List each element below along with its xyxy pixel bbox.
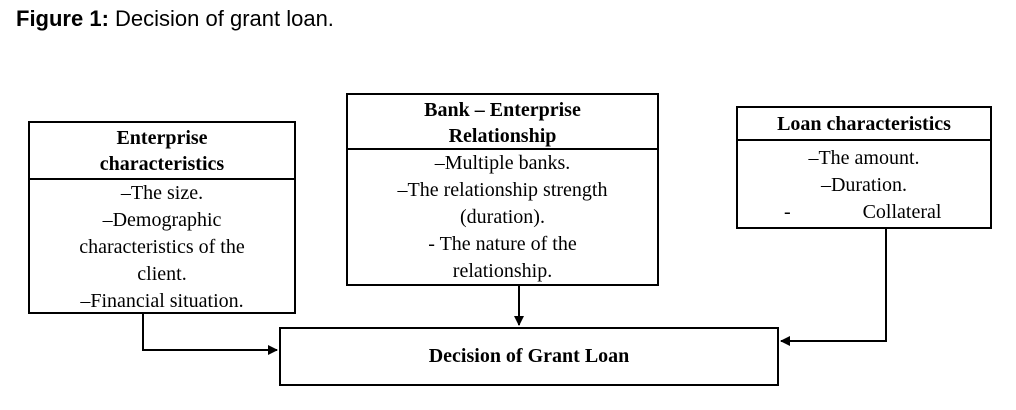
bank-item-strength: –The relationship strength <box>397 179 608 201</box>
loan-box-body: –The amount. –Duration. - Collateral <box>738 141 990 226</box>
bank-item-duration: (duration). <box>460 206 545 228</box>
bank-item-multiple: –Multiple banks. <box>434 152 571 174</box>
bank-item-nature: - The nature of the <box>428 233 577 255</box>
bank-title-line1: Bank – Enterprise <box>424 99 581 121</box>
loan-item-collateral: - Collateral <box>738 199 990 226</box>
enterprise-item-demographic-cont: characteristics of the <box>79 236 245 258</box>
figure-title: Decision of grant loan. <box>108 6 334 31</box>
figure-label: Figure 1: <box>16 6 109 31</box>
enterprise-characteristics-box: Enterprise characteristics –The size. –D… <box>28 121 296 314</box>
enterprise-item-client: client. <box>137 263 187 285</box>
figure-caption: Figure 1: Decision of grant loan. <box>16 6 334 32</box>
bank-item-relationship: relationship. <box>452 260 553 282</box>
loan-collateral-dash: - <box>784 201 791 223</box>
enterprise-box-header: Enterprise characteristics <box>30 123 294 180</box>
enterprise-item-size: –The size. <box>120 182 204 204</box>
enterprise-item-demographic: –Demographic <box>102 209 222 231</box>
arrow-enterprise-to-decision <box>142 314 278 355</box>
arrow-loan-to-decision <box>780 229 887 346</box>
decision-box: Decision of Grant Loan <box>279 327 779 386</box>
loan-collateral-text: Collateral <box>862 201 942 223</box>
loan-item-duration: –Duration. <box>820 174 908 196</box>
loan-box-header: Loan characteristics <box>738 108 990 141</box>
bank-box-body: –Multiple banks. –The relationship stren… <box>348 150 657 285</box>
bank-box-header: Bank – Enterprise Relationship <box>348 95 657 150</box>
enterprise-item-financial: –Financial situation. <box>80 290 244 312</box>
bank-enterprise-relationship-box: Bank – Enterprise Relationship –Multiple… <box>346 93 659 286</box>
bank-title-line2: Relationship <box>448 125 557 147</box>
loan-item-amount: –The amount. <box>808 147 920 169</box>
enterprise-title-line2: characteristics <box>99 153 225 175</box>
enterprise-title-line1: Enterprise <box>116 127 208 149</box>
decision-title: Decision of Grant Loan <box>428 345 630 367</box>
loan-characteristics-box: Loan characteristics –The amount. –Durat… <box>736 106 992 229</box>
enterprise-box-body: –The size. –Demographic characteristics … <box>30 180 294 315</box>
